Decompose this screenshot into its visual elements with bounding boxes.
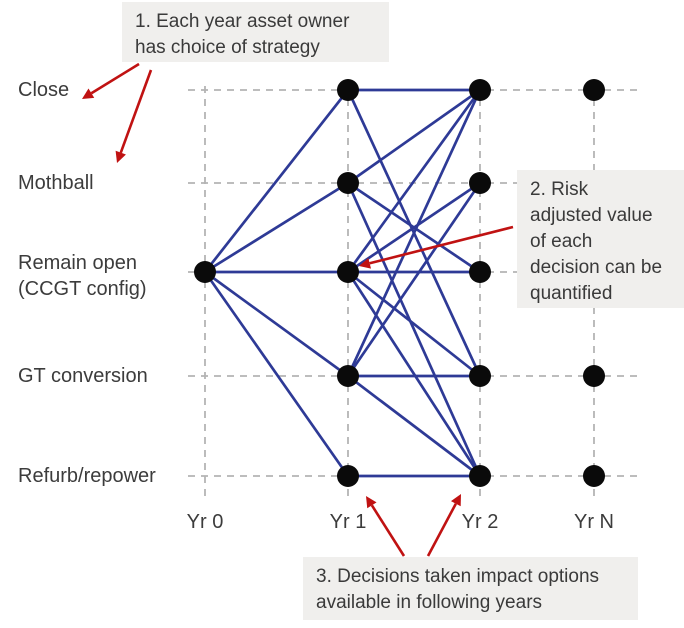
annotation-choice-of-strategy: 1. Each year asset owner has choice of s… — [122, 2, 389, 62]
row-label-remain: Remain open (CCGT config) — [18, 252, 147, 300]
edge-yr1-remain--yr2-close — [346, 89, 482, 273]
node-yrn-refurb — [583, 465, 605, 487]
node-yr1-refurb — [337, 465, 359, 487]
edge-yr0-remain--yr1-close — [203, 89, 350, 273]
node-yr2-refurb — [469, 465, 491, 487]
edge-yr0-remain--yr1-mothball — [204, 181, 349, 274]
node-yrn-close — [583, 79, 605, 101]
node-yr1-close — [337, 79, 359, 101]
node-yr0-remain — [194, 261, 216, 283]
node-yr2-remain — [469, 261, 491, 283]
col-label-yr1: Yr 1 — [329, 511, 367, 533]
node-yr1-gt — [337, 365, 359, 387]
col-label-yrn: Yr N — [574, 511, 614, 533]
edge-yr1-remain--yr2-refurb — [346, 271, 482, 477]
row-label-gt: GT conversion — [18, 365, 148, 387]
col-label-yr2: Yr 2 — [461, 511, 499, 533]
node-yr1-remain — [337, 261, 359, 283]
annotation-decisions-impact-options: 3. Decisions taken impact options availa… — [303, 557, 638, 620]
node-yr2-gt — [469, 365, 491, 387]
edge-yr1-gt--yr2-refurb — [347, 374, 481, 478]
node-yrn-gt — [583, 365, 605, 387]
annotation-risk-adjusted-value: 2. Risk adjusted value of each decision … — [517, 170, 684, 308]
col-label-yr0: Yr 0 — [186, 511, 224, 533]
row-label-mothball: Mothball — [18, 172, 94, 194]
node-yr2-close — [469, 79, 491, 101]
edge-yr0-remain--yr1-gt — [204, 270, 349, 378]
node-yr1-mothball — [337, 172, 359, 194]
edge-yr0-remain--yr1-refurb — [203, 271, 350, 477]
edge-yr1-remain--yr2-gt — [347, 270, 481, 378]
edge-yr1-gt--yr2-mothball — [346, 182, 482, 377]
row-label-refurb: Refurb/repower — [18, 465, 156, 487]
row-label-close: Close — [18, 79, 70, 101]
edge-yr1-mothball--yr2-close — [347, 88, 481, 185]
node-yr2-mothball — [469, 172, 491, 194]
